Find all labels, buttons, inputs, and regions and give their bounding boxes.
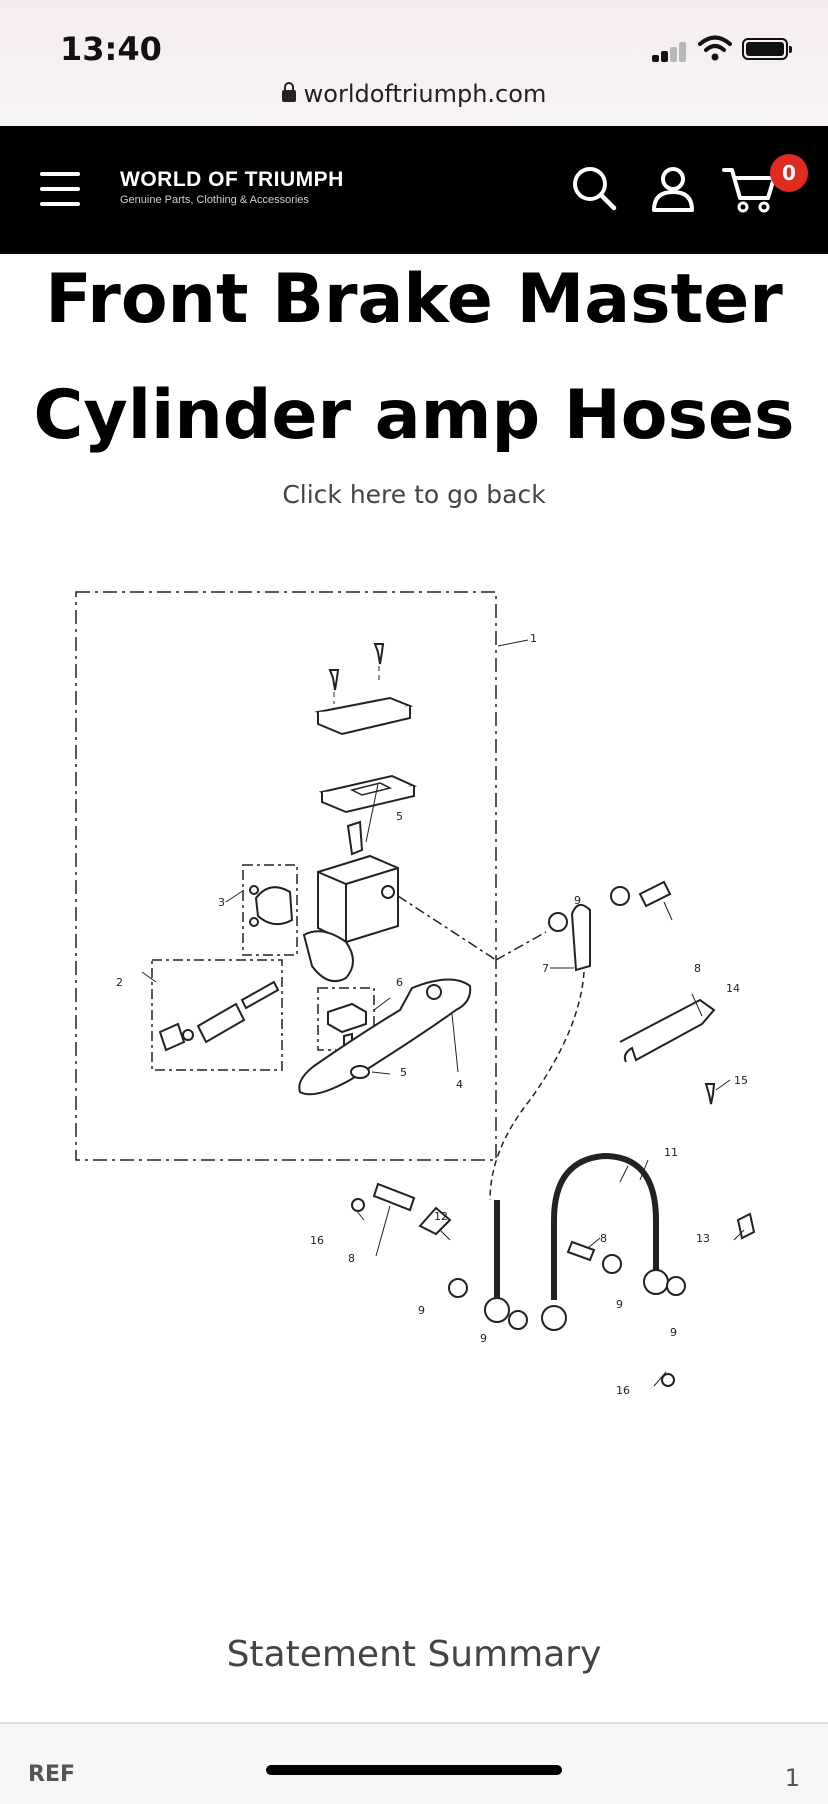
callout-16-left: 16 [310,1234,324,1247]
callout-5-upper: 5 [396,810,403,823]
callout-9-a: 9 [418,1304,425,1317]
callout-8-upper: 8 [694,962,701,975]
cellular-signal-icon [652,42,688,62]
statement-summary-heading: Statement Summary [226,1634,602,1675]
table-cell-ref-value: 1 [784,1764,800,1792]
callout-16-bottom: 16 [616,1384,630,1397]
url-text: worldoftriumph.com [303,80,547,108]
status-time: 13:40 [60,30,162,68]
callout-6: 6 [396,976,403,989]
callout-3: 3 [218,896,225,909]
back-link[interactable]: Click here to go back [282,480,546,509]
cart-icon[interactable] [722,164,780,214]
callout-1: 1 [530,632,537,645]
callout-9-c: 9 [616,1298,623,1311]
site-logo[interactable]: WORLD OF TRIUMPH Genuine Parts, Clothing… [120,168,344,206]
summary-table: REF 1 [0,1722,828,1804]
cart-count-badge: 0 [770,154,808,192]
callout-15: 15 [734,1074,748,1087]
parts-diagram: 1 2 3 4 5 5 6 7 8 8 8 9 9 9 9 9 11 12 13… [75,591,756,1397]
callout-7: 7 [542,962,549,975]
lock-icon [281,82,296,102]
cap-screw-part [328,643,385,704]
site-header: WORLD OF TRIUMPH Genuine Parts, Clothing… [0,126,828,254]
page-title-line-2: Cylinder amp Hoses [33,376,795,455]
callout-2: 2 [116,976,123,989]
page-title: Front Brake Master Cylinder amp Hoses [20,242,808,474]
search-icon[interactable] [570,164,620,214]
callout-9-d: 9 [670,1326,677,1339]
callout-9-upper: 9 [574,894,581,907]
status-bar: 13:40 worldoftriumph.com [0,0,828,126]
address-bar[interactable]: worldoftriumph.com [0,80,828,108]
callout-13: 13 [696,1232,710,1245]
page-title-line-1: Front Brake Master [45,260,783,339]
callout-11: 11 [664,1146,678,1159]
callout-8-lower: 8 [348,1252,355,1265]
battery-icon [742,38,792,60]
wifi-icon [698,35,732,61]
table-header-ref: REF [28,1762,75,1787]
account-icon[interactable] [648,164,698,214]
home-indicator[interactable] [266,1765,562,1775]
brand-tagline: Genuine Parts, Clothing & Accessories [120,194,309,206]
brand-title: WORLD OF TRIUMPH [120,168,344,191]
callout-8-mid: 8 [600,1232,607,1245]
callout-14: 14 [726,982,740,995]
callout-5-lower: 5 [400,1066,407,1079]
callout-12: 12 [434,1210,448,1223]
callout-9-b: 9 [480,1332,487,1345]
menu-icon[interactable] [40,172,80,206]
callout-4: 4 [456,1078,463,1091]
